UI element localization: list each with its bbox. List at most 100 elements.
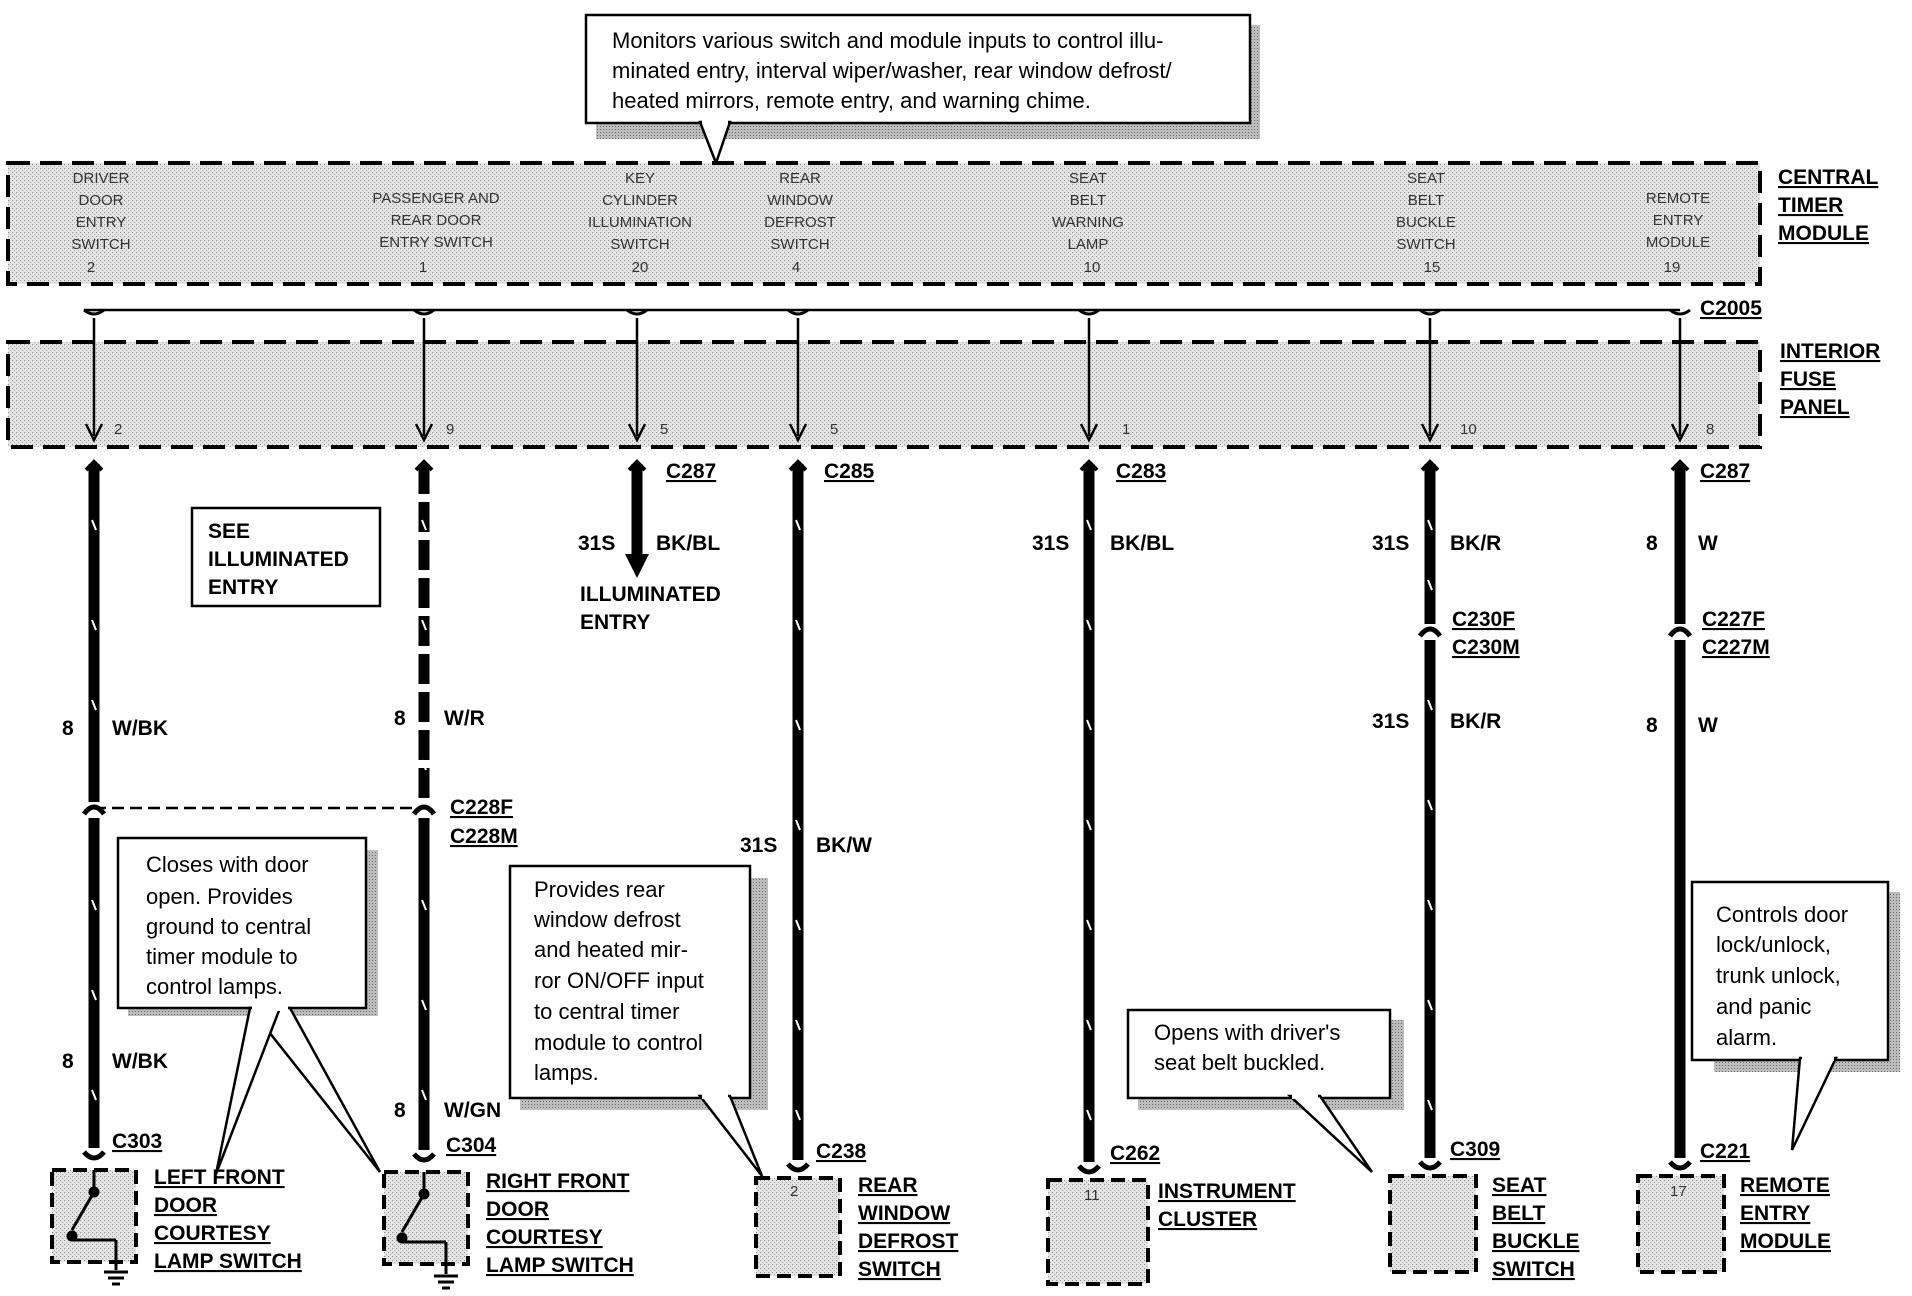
fuse-panel-title: FUSE	[1780, 368, 1836, 391]
ctm-input-label: REAR	[779, 170, 821, 187]
gauge-label: 31S	[1032, 532, 1069, 555]
gauge-label: 8	[394, 707, 406, 730]
ctm-input-label: ENTRY SWITCH	[379, 234, 493, 251]
ctm-input-label: MODULE	[1646, 234, 1710, 251]
wire-color-label: BK/R	[1450, 532, 1501, 555]
note-text: open. Provides	[146, 884, 293, 909]
top-note: Monitors various switch and module input…	[584, 13, 1260, 167]
component-label: WINDOW	[858, 1202, 950, 1225]
instrument-cluster: 11 INSTRUMENT CLUSTER	[1046, 1178, 1296, 1286]
connector-label: C228F	[450, 796, 513, 819]
ctm-input-label: BELT	[1070, 192, 1106, 209]
fuse-pin: 5	[830, 421, 838, 438]
fuse-pin: 2	[114, 421, 122, 438]
gauge-label: 31S	[578, 532, 615, 555]
component-label: BUCKLE	[1492, 1230, 1580, 1253]
note-text: module to control	[534, 1030, 703, 1055]
ctm-pin: 15	[1424, 259, 1441, 276]
left-front-door-courtesy-switch: LEFT FRONT DOOR COURTESY LAMP SWITCH	[50, 1166, 302, 1286]
note-text: lock/unlock,	[1716, 932, 1831, 957]
connector-label: C228M	[450, 825, 518, 848]
ctm-input-label: SEAT	[1069, 170, 1107, 187]
ctm-input-label: SWITCH	[770, 236, 829, 253]
ctm-pin: 19	[1664, 259, 1681, 276]
fuse-pin: 9	[446, 421, 454, 438]
connector-label: C230F	[1452, 608, 1515, 631]
fuse-panel-title: PANEL	[1780, 396, 1850, 419]
top-note-box	[584, 13, 1252, 125]
component-label: INSTRUMENT	[1158, 1180, 1296, 1203]
wire-color-label: W	[1698, 714, 1718, 737]
wire-color-label: BK/W	[816, 834, 872, 857]
wire-color-label: BK/R	[1450, 710, 1501, 733]
note-text: alarm.	[1716, 1025, 1777, 1050]
ctm-input-label: WARNING	[1052, 214, 1124, 231]
wire-color-label: W/BK	[112, 717, 168, 740]
component-label: ENTRY	[1740, 1202, 1810, 1225]
connector-label: C230M	[1452, 636, 1520, 659]
ctm-input-remote-entry: REMOTE ENTRY MODULE 19	[1646, 190, 1710, 276]
ctm-input-label: ENTRY	[76, 214, 127, 231]
wire-color-label: BK/BL	[1110, 532, 1174, 555]
component-label: LEFT FRONT	[154, 1166, 285, 1189]
component-label: SWITCH	[1492, 1258, 1575, 1281]
component-pin: 17	[1670, 1183, 1687, 1200]
note-door-switches: Closes with door open. Provides ground t…	[116, 836, 382, 1175]
note-remote: Controls door lock/unlock, trunk unlock,…	[1690, 880, 1900, 1151]
ctm-input-label: DOOR	[79, 192, 124, 209]
see-box-text: ILLUMINATED	[208, 548, 349, 571]
see-box-text: ENTRY	[208, 576, 278, 599]
interior-fuse-panel: INTERIOR FUSE PANEL 2 9 5 5 1 10 8	[6, 318, 1880, 449]
ctm-input-driver-door: DRIVER DOOR ENTRY SWITCH 2	[71, 170, 130, 276]
component-label: BELT	[1492, 1202, 1545, 1225]
ground-icon	[104, 1270, 128, 1286]
connector-label: C287	[1700, 460, 1750, 483]
ctm-input-label: PASSENGER AND	[372, 190, 499, 207]
wire-color-label: W	[1698, 532, 1718, 555]
ctm-pin: 1	[419, 259, 427, 276]
rear-window-defrost-switch: 2 REAR WINDOW DEFROST SWITCH	[754, 1174, 959, 1281]
ctm-input-label: SWITCH	[610, 236, 669, 253]
gauge-label: 31S	[740, 834, 777, 857]
connector-label: C304	[446, 1134, 497, 1157]
note-text: Opens with driver's	[1154, 1020, 1340, 1045]
component-pin: 2	[790, 1183, 798, 1200]
ctm-input-passenger-door: PASSENGER AND REAR DOOR ENTRY SWITCH 1	[372, 190, 499, 276]
ctm-input-label: DRIVER	[73, 170, 130, 187]
ctm-input-buckle-switch: SEAT BELT BUCKLE SWITCH 15	[1396, 170, 1456, 276]
top-note-line: heated mirrors, remote entry, and warnin…	[612, 88, 1091, 113]
note-text: to central timer	[534, 999, 680, 1024]
gauge-label: 31S	[1372, 532, 1409, 555]
note-text: and panic	[1716, 994, 1811, 1019]
component-label: COURTESY	[486, 1226, 603, 1249]
ctm-input-rear-defrost: REAR WINDOW DEFROST SWITCH 4	[764, 170, 836, 276]
connector-label: C227M	[1702, 636, 1770, 659]
note-text: Provides rear	[534, 877, 665, 902]
wire-color-label: W/BK	[112, 1050, 168, 1073]
wire-color-label: W/R	[444, 707, 485, 730]
ctm-pin: 2	[87, 259, 95, 276]
ctm-title: MODULE	[1778, 222, 1869, 245]
component-label: CLUSTER	[1158, 1208, 1257, 1231]
connector-label: C221	[1700, 1140, 1751, 1163]
component-label: SEAT	[1492, 1174, 1547, 1197]
ctm-input-label: KEY	[625, 170, 655, 187]
note-text: control lamps.	[146, 974, 283, 999]
ctm-input-label: SEAT	[1407, 170, 1445, 187]
ctm-input-label: LAMP	[1068, 236, 1109, 253]
ctm-title: CENTRAL	[1778, 166, 1878, 189]
note-text: window defrost	[533, 907, 681, 932]
note-seatbelt: Opens with driver's seat belt buckled.	[1126, 1008, 1404, 1173]
ctm-input-label: ENTRY	[1653, 212, 1704, 229]
ctm-input-label: REMOTE	[1646, 190, 1710, 207]
ctm-input-label: WINDOW	[767, 192, 834, 209]
gauge-label: 8	[1646, 714, 1658, 737]
connector-label: C303	[112, 1130, 162, 1153]
fuse-pin: 1	[1122, 421, 1130, 438]
fuse-pin: 5	[660, 421, 668, 438]
switch-contact-icon	[396, 1172, 448, 1274]
component-pin: 11	[1084, 1187, 1100, 1204]
connector-label: C309	[1450, 1138, 1500, 1161]
component-label: RIGHT FRONT	[486, 1170, 630, 1193]
